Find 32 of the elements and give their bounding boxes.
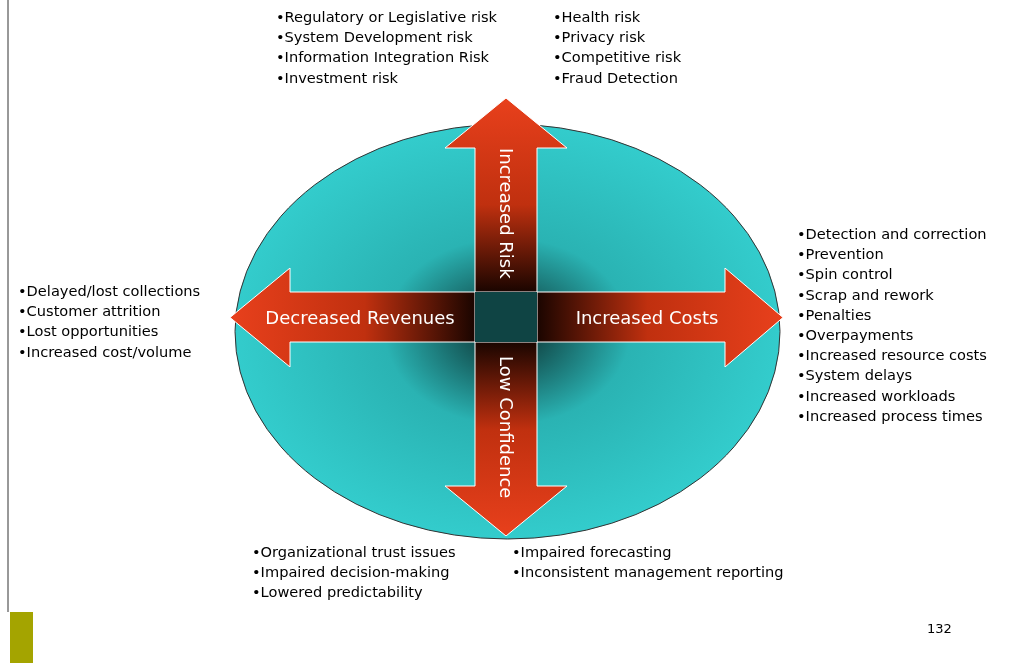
bullet-item: •Regulatory or Legislative risk bbox=[276, 7, 497, 27]
bullet-item: •Detection and correction bbox=[797, 224, 987, 244]
bullet-item: •Organizational trust issues bbox=[252, 542, 456, 562]
bullet-item: •Customer attrition bbox=[18, 301, 161, 322]
bullet-item: •Penalties bbox=[797, 304, 872, 325]
bullet-item: •Impaired forecasting bbox=[512, 542, 672, 562]
bullet-item: •Investment risk bbox=[276, 67, 399, 88]
arrow-label: Increased Costs bbox=[575, 306, 719, 328]
bullet-item: •System delays bbox=[797, 365, 913, 386]
arrow-label: Decreased Revenues bbox=[265, 306, 455, 328]
bullet-item: •Privacy risk bbox=[553, 27, 646, 48]
bullet-item: •System Development risk bbox=[276, 27, 473, 48]
bullet-item: •Inconsistent management reporting bbox=[512, 562, 784, 583]
arrow-label: Increased Risk bbox=[495, 147, 517, 279]
bullet-item: •Increased cost/volume bbox=[18, 341, 192, 362]
bullet-item: •Overpayments bbox=[797, 325, 914, 345]
arrow-label: Low Confidence bbox=[495, 355, 517, 499]
bullet-item: •Information Integration Risk bbox=[276, 47, 490, 68]
bullet-item: •Increased resource costs bbox=[797, 345, 987, 366]
bullet-item: •Increased workloads bbox=[797, 385, 956, 406]
bullet-item: •Competitive risk bbox=[553, 47, 682, 68]
bullet-item: •Spin control bbox=[797, 264, 893, 285]
bullet-item: •Impaired decision-making bbox=[252, 562, 450, 583]
bullet-item: •Delayed/lost collections bbox=[18, 281, 201, 301]
bullet-item: •Scrap and rework bbox=[797, 284, 934, 305]
bullet-item: •Prevention bbox=[797, 244, 884, 265]
page-number: 132 bbox=[927, 620, 952, 638]
bullet-item: •Increased process times bbox=[797, 405, 983, 426]
bullet-item: •Lowered predictability bbox=[252, 582, 423, 603]
bullet-item: •Health risk bbox=[553, 7, 641, 27]
bullet-item: •Fraud Detection bbox=[553, 67, 678, 88]
bullet-item: •Lost opportunities bbox=[18, 321, 159, 342]
